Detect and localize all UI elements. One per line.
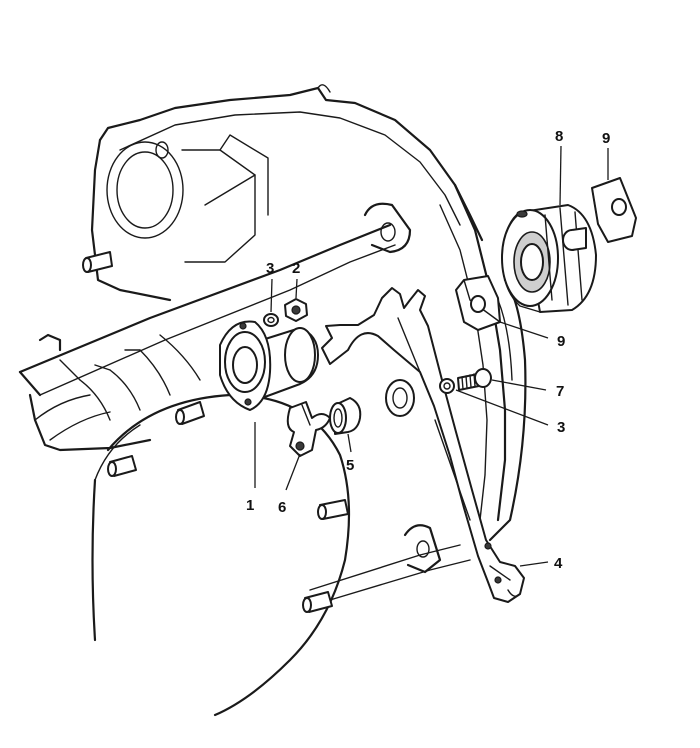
lock-washer-part-3	[263, 313, 279, 327]
housing-stud	[302, 591, 333, 613]
callout-5: 5	[346, 457, 354, 474]
transmission-housing	[18, 84, 527, 717]
bushing-part-5	[329, 397, 362, 435]
release-bearing-part-8	[501, 204, 597, 313]
callout-8: 8	[555, 128, 563, 145]
housing-stud	[107, 455, 137, 477]
callout-9-lower: 9	[557, 333, 565, 350]
callout-2: 2	[292, 260, 300, 277]
leader-lines	[254, 145, 609, 567]
pivot-bracket-part-6	[286, 401, 331, 457]
release-fork-part-4	[321, 287, 525, 603]
retaining-clip-part-9-upper	[591, 177, 637, 243]
callout-6: 6	[278, 499, 286, 516]
housing-stud-left	[82, 251, 113, 273]
callout-3-washer-right: 3	[557, 419, 565, 436]
retaining-clip-part-9-lower	[455, 275, 501, 331]
callout-4: 4	[554, 555, 563, 572]
housing-stud	[317, 499, 349, 520]
callouts: 1 2 3 3 4 5 6 7 8 9 9	[246, 128, 610, 572]
bolt-part-7	[457, 368, 492, 391]
callout-7: 7	[556, 383, 564, 400]
guide-tube-part-1	[219, 320, 319, 411]
washer-part-3	[439, 378, 455, 394]
hex-nut-part-2	[284, 298, 308, 322]
callout-3-washer: 3	[266, 260, 274, 277]
callout-1: 1	[246, 497, 254, 514]
callout-9-upper: 9	[602, 130, 610, 147]
housing-stud	[175, 401, 205, 425]
